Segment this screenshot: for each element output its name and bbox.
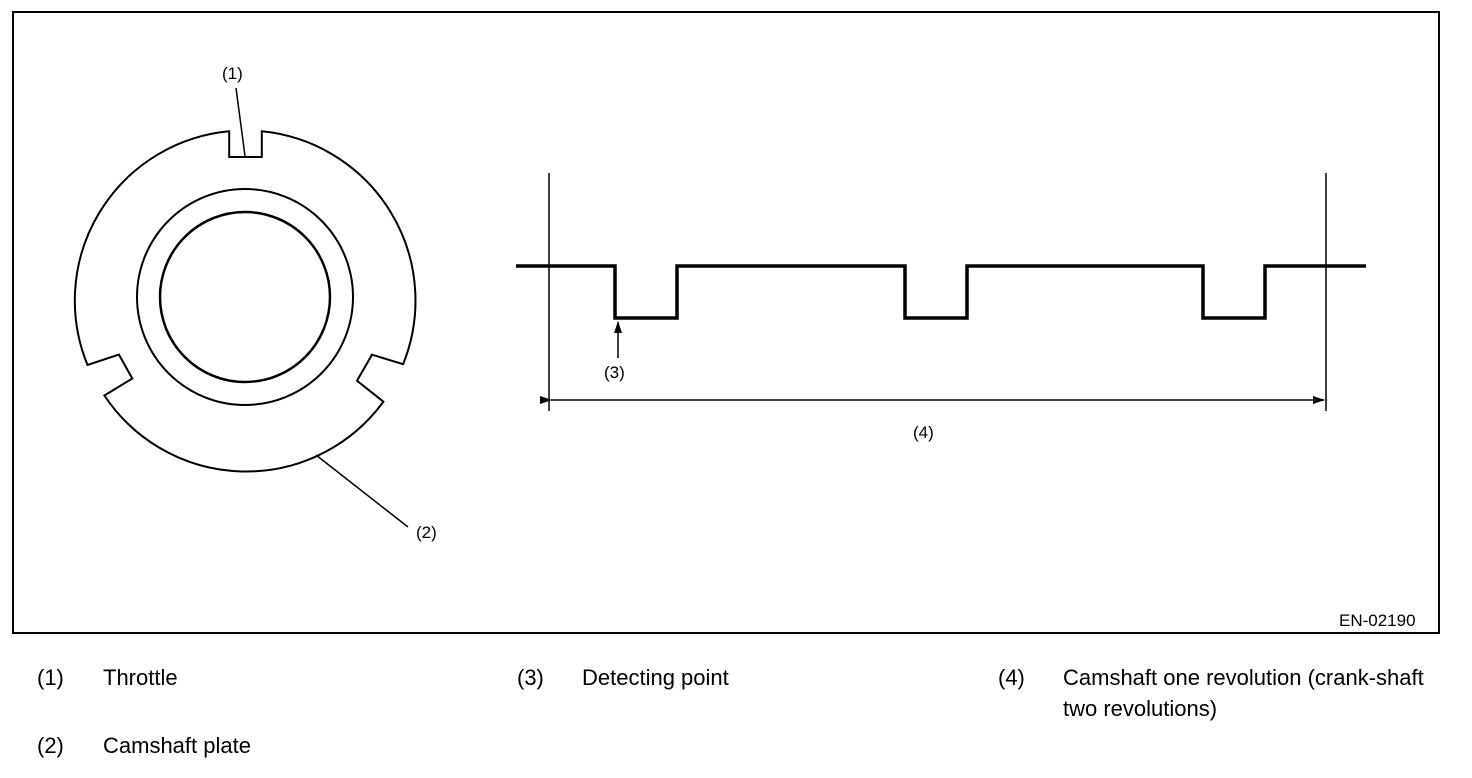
legend-number: (2): [37, 733, 64, 758]
legend-text-throttle: Throttle: [103, 665, 178, 690]
camshaft-diagram: (1) (2) (3) (4) EN-02190: [73, 64, 1416, 630]
camshaft-plate-outline: [73, 130, 417, 473]
leader-line-throttle: [235, 87, 246, 157]
legend-number: (3): [517, 665, 544, 690]
callout-camshaft-plate: (2): [416, 523, 437, 542]
camshaft-bore: [158, 210, 332, 384]
figure-frame: [12, 11, 1440, 634]
leader-line-camshaft-plate: [315, 454, 409, 528]
legend-number: (4): [998, 665, 1025, 690]
callout-camshaft-revolution: (4): [913, 423, 934, 442]
camshaft-plate-inner-ring: [136, 188, 354, 406]
legend-text-camshaft-revolution: Camshaft one revolution (crank-shaft two…: [1063, 665, 1424, 721]
callout-detecting-point: (3): [604, 363, 625, 382]
figure-id-label: EN-02190: [1339, 611, 1416, 630]
legend-number: (1): [37, 665, 64, 690]
legend-text-detecting-point: Detecting point: [582, 665, 729, 690]
signal-waveform: [516, 264, 1366, 320]
legend-text-camshaft-plate: Camshaft plate: [103, 733, 251, 758]
callout-throttle: (1): [222, 64, 243, 83]
